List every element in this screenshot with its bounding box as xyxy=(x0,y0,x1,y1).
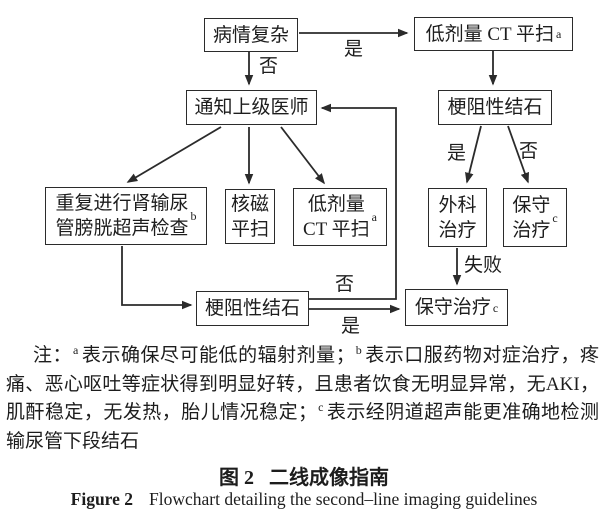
node-mri-scan: 核磁 平扫 xyxy=(225,189,275,244)
footnote-segment-a: 表示确保尽可能低的辐射剂量； xyxy=(81,345,355,366)
node-notify-senior-physician-label: 通知上级医师 xyxy=(194,97,309,118)
caption-zh-title: 二线成像指南 xyxy=(269,467,389,489)
node-conservative-treatment-top-label: 保守 治疗 xyxy=(512,194,551,241)
edge-label-fail: 失败 xyxy=(464,255,503,276)
edge-label-no-bottom: 否 xyxy=(335,274,355,295)
node-surgical-treatment: 外科 治疗 xyxy=(428,188,487,247)
footnote-segment-c: 表示经阴道超声能更准确地检测输尿管下段结石 xyxy=(6,402,599,452)
node-obstructive-stone-bottom-label: 梗阻性结石 xyxy=(204,298,300,319)
footnote-superscript-c: c xyxy=(318,399,324,414)
arrow-notify-to-lowdosect-mid xyxy=(280,126,325,185)
edge-label-no-right: 否 xyxy=(519,141,539,162)
node-condition-complex-label: 病情复杂 xyxy=(212,24,289,46)
caption-en: Figure 2 Flowchart detailing the second–l… xyxy=(0,489,608,510)
node-lowdose-ct-mid-label: 低剂量 CT 平扫 xyxy=(302,194,370,240)
node-surgical-treatment-label: 外科 治疗 xyxy=(438,194,477,241)
caption-zh-figure-number: 图 2 xyxy=(219,467,254,489)
node-obstructive-stone-bottom: 梗阻性结石 xyxy=(196,291,309,326)
edge-label-yes-bottom: 是 xyxy=(341,316,361,337)
edge-label-yes-top: 是 xyxy=(344,39,364,60)
edge-label-no-top: 否 xyxy=(259,56,279,77)
footnote-superscript-a: a xyxy=(73,342,79,357)
footnote-segment-b: 表示口服药物对症治疗，疼痛、恶心呕吐等症状得到明显好转，且患者饮食无明显异常，无… xyxy=(6,345,599,423)
node-obstructive-stone-top: 梗阻性结石 xyxy=(438,90,552,125)
footnote-superscript-b: b xyxy=(355,342,362,357)
node-conservative-treatment-bottom-label: 保守治疗 xyxy=(414,297,491,318)
caption-en-figure-number: Figure 2 xyxy=(70,489,134,509)
node-lowdose-ct-top-label: 低剂量 CT 平扫 xyxy=(425,23,555,45)
footnote-prefix: 注： xyxy=(33,345,73,366)
arrow-notify-to-repeat-us xyxy=(126,126,222,183)
node-condition-complex: 病情复杂 xyxy=(204,18,298,52)
node-notify-senior-physician: 通知上级医师 xyxy=(186,90,317,125)
node-repeat-ultrasound-label: 重复进行肾输尿 管膀胱超声检查 xyxy=(55,193,189,239)
caption-zh: 图 2 二线成像指南 xyxy=(0,461,608,490)
edge-label-yes-right: 是 xyxy=(447,143,467,164)
node-obstructive-stone-top-label: 梗阻性结石 xyxy=(447,97,543,118)
caption-en-title: Flowchart detailing the second–line imag… xyxy=(149,489,538,509)
node-mri-scan-label: 核磁 平扫 xyxy=(230,193,269,240)
arrow-repeat-us-to-obstructive-bottom xyxy=(121,246,193,310)
arrow-obstructive-yes-to-surgery xyxy=(465,125,482,184)
